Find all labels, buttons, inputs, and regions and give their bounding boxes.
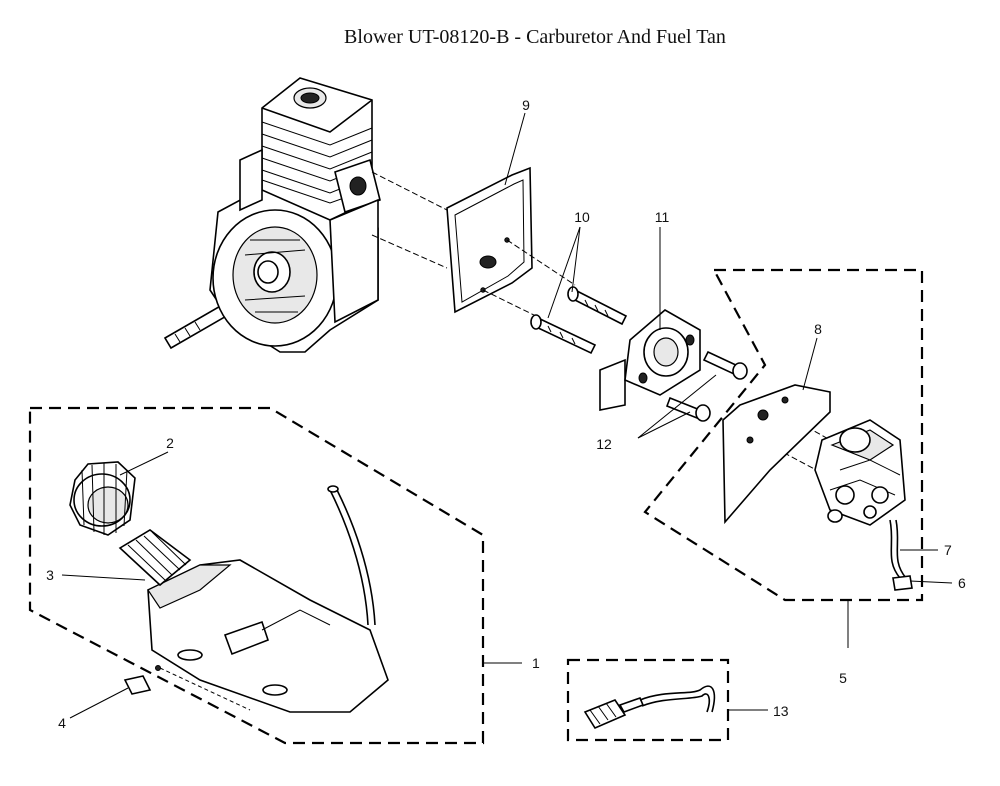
engine-assembly: [163, 77, 381, 353]
callout-10: 10: [574, 209, 590, 225]
callout-2: 2: [166, 435, 174, 451]
fuel-tank-part: [118, 485, 389, 713]
callout-4: 4: [58, 715, 66, 731]
leader-lines: [61, 112, 953, 719]
callout-8: 8: [814, 321, 822, 337]
diagram-title: Blower UT-08120-B - Carburetor And Fuel …: [344, 26, 726, 48]
carburetor-part: [814, 419, 913, 591]
grommet-part: [123, 665, 161, 695]
callout-13: 13: [773, 703, 789, 719]
callout-1: 1: [532, 655, 540, 671]
gasket-part: [446, 166, 533, 314]
callout-6: 6: [958, 575, 966, 591]
callout-5: 5: [839, 670, 847, 686]
callout-3: 3: [46, 567, 54, 583]
fuel-cap-part: [69, 461, 136, 536]
fuel-tank-group-boundary: [28, 406, 485, 745]
short-screws-part: [665, 350, 748, 422]
carburetor-group-boundary: [643, 268, 924, 602]
long-screws-part: [530, 286, 628, 355]
callout-9: 9: [522, 97, 530, 113]
callout-7: 7: [944, 542, 952, 558]
callout-12: 12: [596, 436, 612, 452]
callout-11: 11: [655, 209, 670, 225]
carburetor-insulator-part: [599, 309, 701, 411]
fuel-filter-group-boundary: [566, 658, 730, 742]
carburetor-gasket-part: [722, 384, 831, 525]
fuel-filter-part: [583, 685, 716, 730]
